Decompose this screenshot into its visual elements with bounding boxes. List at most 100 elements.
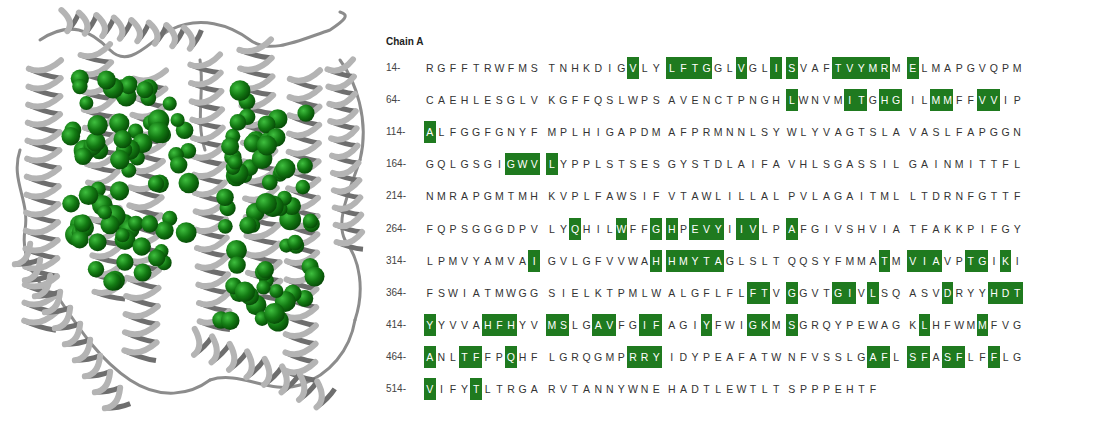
residue-letter: S — [627, 153, 639, 175]
residue-letter: L — [759, 218, 771, 240]
residue-group: ELMAPGVQPM — [907, 57, 1023, 79]
residue-letter: L — [482, 378, 494, 400]
residue-letter: G — [890, 89, 902, 111]
residue-letter: F — [424, 218, 436, 240]
residue-number: 14- — [386, 62, 400, 73]
residue-group: CAEHLESGLV — [424, 89, 540, 111]
residue-letter: A — [930, 218, 942, 240]
residue-letter: S — [786, 314, 798, 336]
residue-letter: R — [879, 57, 891, 79]
residue-letter: F — [650, 185, 662, 207]
residue-letter: M — [517, 57, 529, 79]
residue-letter: Y — [558, 153, 570, 175]
residue-letter: H — [666, 218, 678, 240]
residue-letter: P — [821, 378, 833, 400]
residue-letter: V — [558, 250, 570, 272]
residue-letter: T — [724, 89, 736, 111]
residue-letter: I — [528, 250, 540, 272]
residue-group: TFAKKPIFGY — [907, 218, 1023, 240]
residue-letter: H — [581, 218, 593, 240]
residue-letter: S — [930, 121, 942, 143]
residue-letter: A — [470, 314, 482, 336]
residue-letter: T — [821, 282, 833, 304]
residue-letter: F — [879, 346, 891, 368]
residue-letter: L — [867, 282, 879, 304]
residue-letter: F — [747, 282, 759, 304]
residue-letter: H — [988, 282, 1000, 304]
residue-letter: E — [639, 153, 651, 175]
residue-letter: M — [436, 185, 448, 207]
atom-sphere — [62, 127, 81, 146]
residue-letter: T — [747, 378, 759, 400]
residue-letter: A — [424, 346, 436, 368]
residue-letter: W — [736, 378, 748, 400]
residue-letter: G — [965, 57, 977, 79]
helix-front — [327, 59, 362, 243]
atom-sphere — [74, 214, 92, 232]
residue-letter: G — [558, 346, 570, 368]
residue-letter: I — [770, 57, 782, 79]
atom-sphere — [239, 217, 256, 234]
residue-letter: A — [666, 89, 678, 111]
atom-sphere — [218, 219, 233, 234]
residue-letter: E — [447, 89, 459, 111]
residue-letter: V — [447, 314, 459, 336]
residue-letter: I — [592, 121, 604, 143]
residue-number: 464- — [386, 351, 406, 362]
residue-letter: D — [678, 346, 690, 368]
residue-letter: M — [890, 250, 902, 272]
residue-letter: W — [494, 57, 506, 79]
residue-letter: F — [482, 346, 494, 368]
residue-letter: A — [890, 121, 902, 143]
residue-group: VASLFAPGGN — [907, 121, 1023, 143]
residue-letter: I — [436, 378, 448, 400]
residue-letter: I — [639, 314, 651, 336]
residue-letter: Y — [809, 121, 821, 143]
residue-letter: L — [942, 121, 954, 143]
residue-group: GQLGSGIGWV — [424, 153, 540, 175]
residue-letter: I — [558, 282, 570, 304]
residue-letter: F — [581, 89, 593, 111]
residue-letter: T — [965, 250, 977, 272]
residue-letter: K — [907, 314, 919, 336]
residue-letter: Q — [436, 218, 448, 240]
residue-letter: A — [666, 282, 678, 304]
residue-letter: T — [1011, 282, 1023, 304]
residue-letter: V — [930, 282, 942, 304]
residue-letter: G — [616, 57, 628, 79]
residue-letter: P — [616, 282, 628, 304]
residue-letter: G — [747, 57, 759, 79]
residue-letter: A — [907, 282, 919, 304]
residue-letter: F — [798, 218, 810, 240]
residue-number: 214- — [386, 190, 406, 201]
residue-letter: H — [930, 314, 942, 336]
residue-letter: V — [528, 218, 540, 240]
atom-sphere — [276, 159, 296, 179]
residue-letter: V — [942, 250, 954, 272]
residue-letter: L — [879, 121, 891, 143]
residue-group: AVENCTPNGH — [666, 89, 782, 111]
residue-letter: T — [1000, 185, 1012, 207]
residue-letter: S — [759, 121, 771, 143]
residue-letter: H — [459, 89, 471, 111]
residue-letter: A — [482, 250, 494, 272]
residue-letter: G — [436, 57, 448, 79]
residue-letter: L — [569, 121, 581, 143]
residue-letter: A — [759, 185, 771, 207]
residue-letter: M — [832, 89, 844, 111]
residue-letter: V — [832, 218, 844, 240]
residue-group: ALGFLFLFTV — [666, 282, 782, 304]
residue-letter: F — [736, 346, 748, 368]
residue-letter: P — [639, 89, 651, 111]
residue-letter: A — [747, 346, 759, 368]
residue-letter: A — [736, 153, 748, 175]
residue-letter: A — [821, 185, 833, 207]
residue-letter: N — [736, 121, 748, 143]
residue-letter: G — [712, 57, 724, 79]
residue-number: 514- — [386, 383, 406, 394]
residue-letter: F — [569, 89, 581, 111]
residue-group: ILMMFFVVIP — [907, 89, 1023, 111]
residue-letter: A — [867, 346, 879, 368]
atom-sphere — [257, 135, 277, 155]
residue-letter: T — [494, 378, 506, 400]
